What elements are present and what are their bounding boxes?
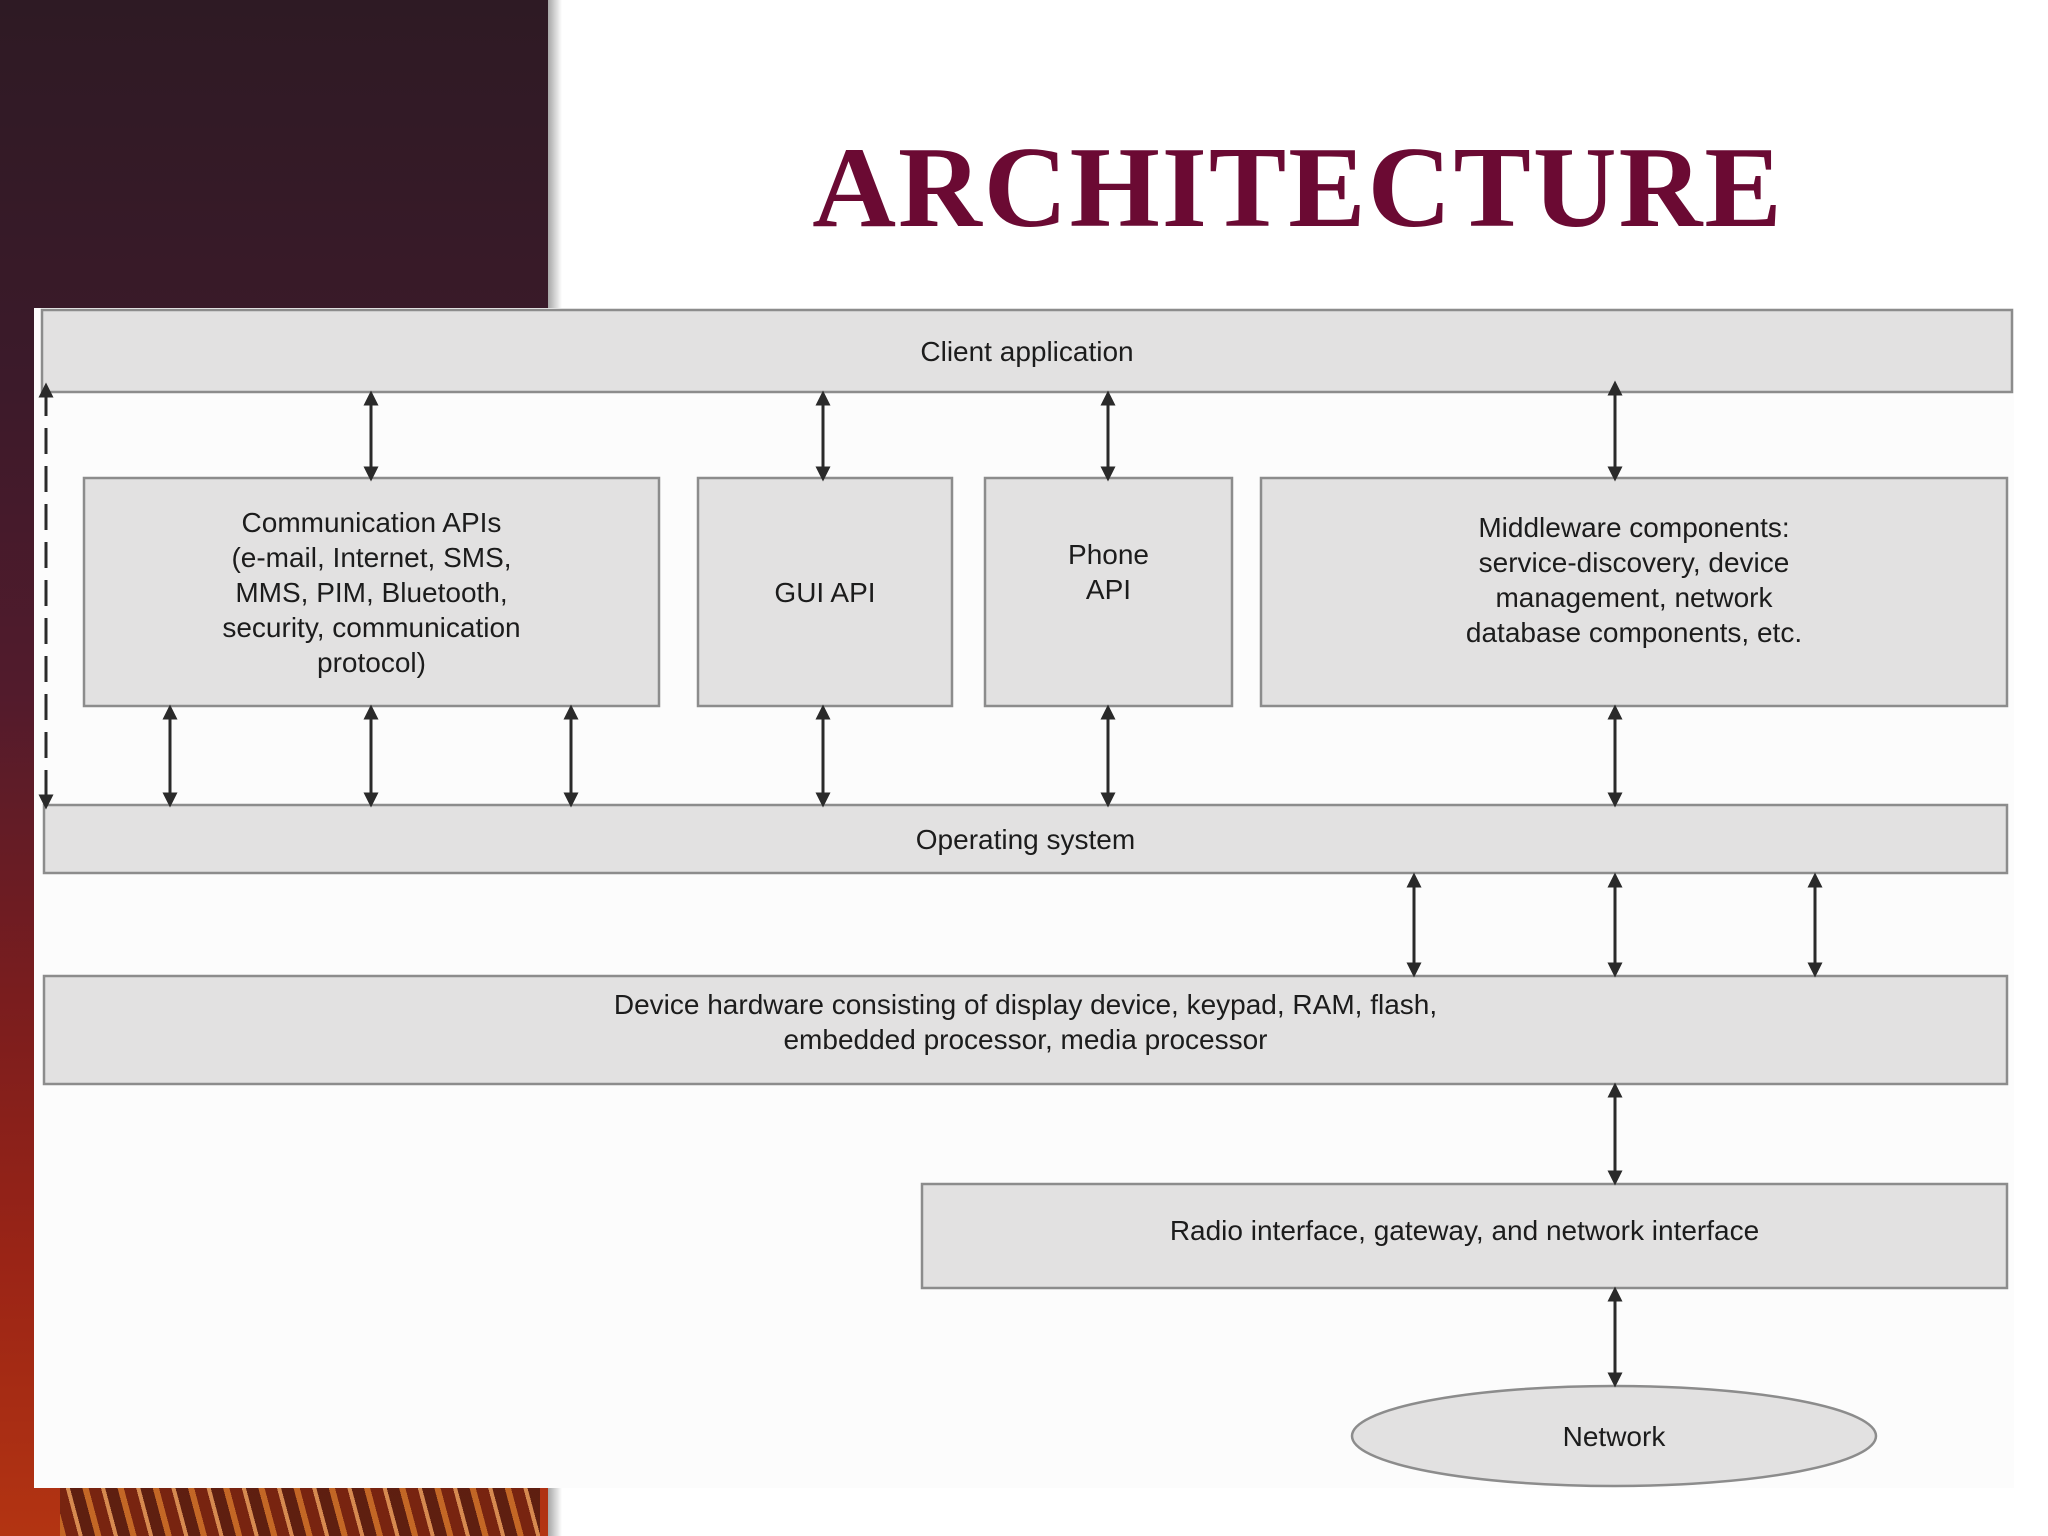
operating-system-box	[42, 803, 2009, 875]
radio-interface-label: Radio interface, gateway, and network in…	[1169, 1214, 1760, 1246]
device-hardware-label: Device hardware consisting of display de…	[613, 989, 1438, 1055]
phone-api-label: Phone API	[1068, 539, 1149, 605]
diagram-canvas	[38, 308, 2014, 1488]
gui-api-label: GUI API	[774, 576, 876, 608]
network-label: Network	[1562, 1420, 1666, 1452]
client-application-label: Client application	[920, 335, 1134, 367]
operating-system-label: Operating system	[915, 823, 1136, 855]
architecture-diagram: Client application Communication APIs (e…	[34, 308, 2014, 1488]
middleware-components-box	[1259, 476, 2009, 708]
radio-interface-box	[920, 1182, 2009, 1290]
communication-apis-box	[82, 476, 661, 708]
device-hardware-box	[42, 974, 2009, 1086]
communication-apis-label: Communication APIs (e-mail, Internet, SM…	[222, 506, 521, 678]
client-application-box	[40, 308, 2014, 394]
gui-api-box	[696, 476, 954, 708]
middleware-components-label: Middleware components: service-discovery…	[1465, 512, 1803, 648]
slide-title: ARCHITECTURE	[812, 124, 1784, 252]
